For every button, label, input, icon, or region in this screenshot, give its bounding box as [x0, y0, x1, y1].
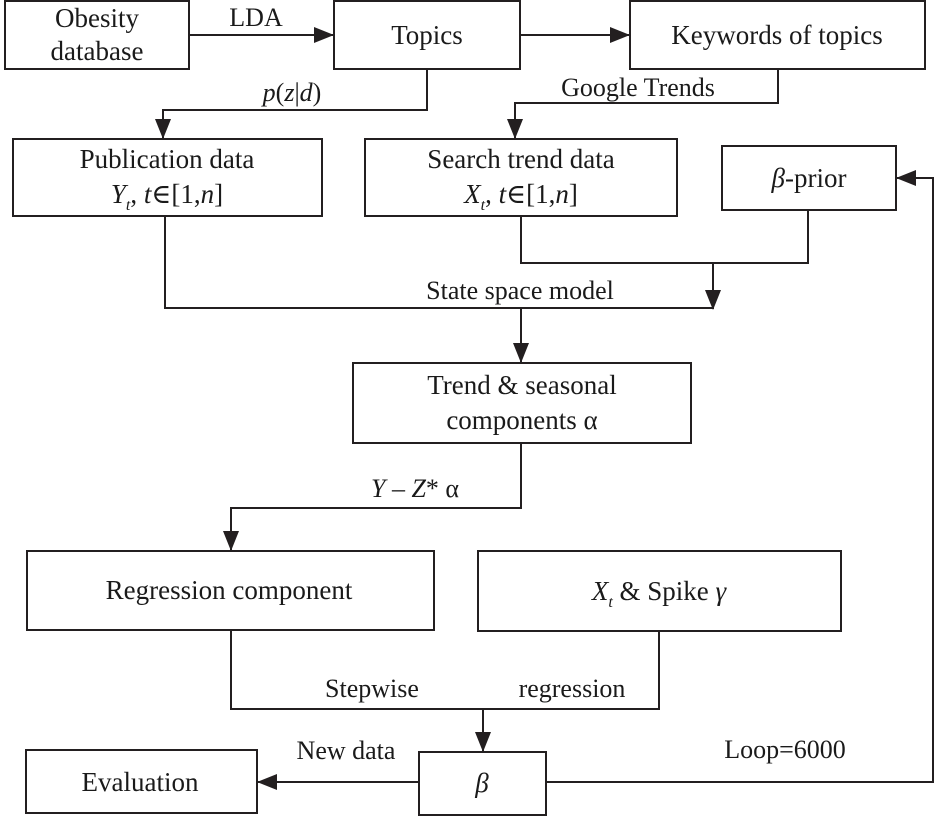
search-trend-data-title: Search trend data: [427, 144, 614, 174]
beta-prior-label: β-prior: [771, 163, 847, 193]
node-regression-component: Regression component: [26, 550, 435, 631]
connectors: [155, 27, 934, 790]
node-topics: Topics: [333, 0, 521, 70]
obesity-database-line-1: Obesity: [55, 3, 139, 33]
xt-spike-label: Xt & Spike γ: [591, 576, 728, 611]
label-google-trends: Google Trends: [561, 73, 715, 102]
edge-labels: LDA p(z|d) Google Trends State space mod…: [229, 3, 845, 765]
node-obesity-database: Obesity database: [4, 0, 190, 70]
node-publication-data: Publication data Yt, t∈[1,n]: [12, 138, 323, 217]
node-evaluation: Evaluation: [25, 749, 258, 814]
node-search-trend-data: Search trend data Xt, t∈[1,n]: [364, 138, 678, 217]
node-keywords-of-topics: Keywords of topics: [629, 0, 926, 70]
line-search-to-merge: [520, 210, 809, 264]
trend-seasonal-line-2: components α: [446, 405, 597, 435]
label-new-data: New data: [297, 736, 396, 765]
line-stepwise-regression: [230, 630, 660, 710]
label-regression: regression: [519, 674, 626, 703]
node-beta: β: [418, 751, 547, 816]
label-loop: Loop=6000: [724, 735, 846, 764]
label-p-z-given-d: p(z|d): [261, 78, 322, 107]
publication-data-title: Publication data: [80, 144, 255, 174]
beta-label: β: [474, 768, 489, 798]
arrow-topics-to-publication: [155, 69, 428, 139]
evaluation-label: Evaluation: [82, 767, 199, 797]
obesity-database-line-2: database: [51, 36, 144, 66]
search-trend-data-formula: Xt, t∈[1,n]: [463, 179, 578, 214]
trend-seasonal-line-1: Trend & seasonal: [427, 370, 617, 400]
keywords-of-topics-label: Keywords of topics: [671, 20, 882, 50]
node-beta-prior: β-prior: [721, 145, 897, 211]
arrow-loop-to-prior: [546, 170, 934, 783]
publication-data-formula: Yt, t∈[1,n]: [111, 179, 223, 214]
label-residual: Y – Z* α: [371, 474, 459, 503]
topics-label: Topics: [391, 20, 463, 50]
regression-component-label: Regression component: [106, 575, 353, 605]
line-publication-to-ssm: [164, 216, 713, 309]
label-stepwise: Stepwise: [325, 674, 419, 703]
arrow-keywords-to-search: [507, 69, 779, 139]
label-state-space-model: State space model: [426, 276, 614, 305]
node-trend-seasonal: Trend & seasonal components α: [352, 362, 692, 444]
label-lda: LDA: [229, 3, 283, 32]
arrow-trend-to-regression: [223, 443, 522, 551]
node-xt-spike: Xt & Spike γ: [477, 550, 842, 632]
